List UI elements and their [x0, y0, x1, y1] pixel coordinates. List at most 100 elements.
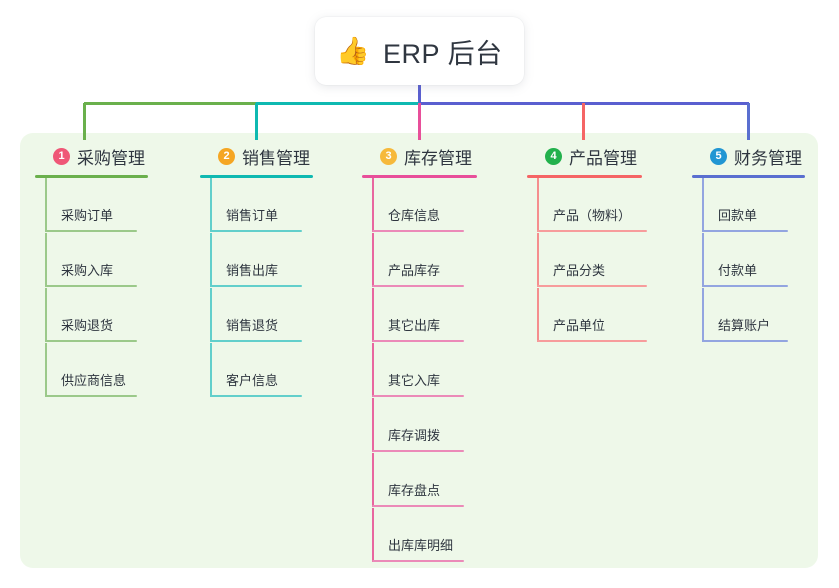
leaf-node[interactable]: 出库库明细: [362, 508, 477, 563]
leaf-spine: [537, 288, 539, 342]
leaf-spine: [372, 178, 374, 232]
leaf-node[interactable]: 回款单: [692, 178, 805, 233]
leaf-rule: [372, 560, 464, 562]
leaf-node[interactable]: 采购入库: [35, 233, 148, 288]
leaf-rule: [45, 230, 137, 232]
leaf-node[interactable]: 产品库存: [362, 233, 477, 288]
leaf-rule: [210, 395, 302, 397]
leaf-rule: [537, 285, 647, 287]
leaf-node[interactable]: 其它出库: [362, 288, 477, 343]
leaf-label: 仓库信息: [388, 208, 441, 223]
leaf-spine: [45, 343, 47, 397]
thumbs-up-icon: 👍: [336, 35, 371, 66]
leaf-rule: [45, 395, 137, 397]
leaf-label: 出库库明细: [388, 538, 454, 553]
leaf-label: 销售出库: [226, 263, 279, 278]
leaf-spine: [372, 288, 374, 342]
leaf-node[interactable]: 销售订单: [200, 178, 313, 233]
leaf-rule: [702, 285, 788, 287]
leaf-node[interactable]: 结算账户: [692, 288, 805, 343]
leaf-spine: [45, 288, 47, 342]
leaf-rule: [372, 395, 464, 397]
leaf-spine: [372, 233, 374, 287]
leaf-spine: [210, 178, 212, 232]
leaf-label: 回款单: [718, 208, 758, 223]
leaf-label: 产品单位: [553, 318, 606, 333]
leaf-spine: [372, 398, 374, 452]
column-title-3: 库存管理: [404, 148, 472, 168]
leaf-rule: [210, 230, 302, 232]
column-badge-2: 2: [218, 147, 235, 165]
column-badge-5: 5: [710, 147, 727, 165]
column-header-1[interactable]: 1 采购管理: [35, 144, 148, 168]
leaf-spine: [537, 233, 539, 287]
column-rule-1: [35, 175, 148, 178]
leaf-label: 销售订单: [226, 208, 279, 223]
leaf-node[interactable]: 产品（物料）: [527, 178, 647, 233]
leaf-spine: [702, 288, 704, 342]
column-title-1: 采购管理: [77, 148, 145, 168]
leaf-label: 采购入库: [61, 263, 114, 278]
leaf-node[interactable]: 销售退货: [200, 288, 313, 343]
column-rule-4: [527, 175, 642, 178]
column-header-3[interactable]: 3 库存管理: [362, 144, 477, 168]
leaf-node[interactable]: 仓库信息: [362, 178, 477, 233]
leaf-spine: [372, 453, 374, 507]
leaf-rule: [372, 285, 464, 287]
leaf-node[interactable]: 产品单位: [527, 288, 647, 343]
column-4: 4 产品管理产品（物料） 产品分类产品单位: [527, 144, 647, 343]
leaf-node[interactable]: 供应商信息: [35, 343, 148, 398]
leaf-list-3: 仓库信息产品库存其它出库其它入库库存调拨库存盘点出库库明细: [362, 178, 477, 563]
leaf-node[interactable]: 库存调拨: [362, 398, 477, 453]
leaf-rule: [45, 340, 137, 342]
leaf-node[interactable]: 付款单: [692, 233, 805, 288]
leaf-rule: [702, 340, 788, 342]
leaf-label: 销售退货: [226, 318, 279, 333]
leaf-label: 付款单: [718, 263, 758, 278]
column-header-4[interactable]: 4 产品管理: [527, 144, 642, 168]
leaf-rule: [372, 230, 464, 232]
leaf-label: 产品（物料）: [553, 208, 632, 223]
column-badge-1: 1: [53, 147, 70, 165]
root-title: ERP 后台: [383, 38, 503, 69]
leaf-label: 产品库存: [388, 263, 441, 278]
leaf-spine: [372, 343, 374, 397]
leaf-rule: [372, 505, 464, 507]
column-rule-3: [362, 175, 477, 178]
leaf-node[interactable]: 产品分类: [527, 233, 647, 288]
leaf-list-1: 采购订单采购入库采购退货供应商信息: [35, 178, 148, 398]
leaf-label: 库存调拨: [388, 428, 441, 443]
content-panel: [20, 133, 818, 568]
leaf-rule: [45, 285, 137, 287]
leaf-node[interactable]: 其它入库: [362, 343, 477, 398]
leaf-list-2: 销售订单销售出库销售退货客户信息: [200, 178, 313, 398]
leaf-spine: [537, 178, 539, 232]
leaf-label: 产品分类: [553, 263, 606, 278]
leaf-label: 结算账户: [718, 318, 771, 333]
leaf-label: 其它入库: [388, 373, 441, 388]
leaf-node[interactable]: 采购退货: [35, 288, 148, 343]
leaf-node[interactable]: 库存盘点: [362, 453, 477, 508]
leaf-spine: [210, 233, 212, 287]
leaf-rule: [210, 340, 302, 342]
leaf-node[interactable]: 客户信息: [200, 343, 313, 398]
column-badge-3: 3: [380, 147, 397, 165]
leaf-rule: [210, 285, 302, 287]
column-1: 1 采购管理采购订单采购入库采购退货供应商信息: [35, 144, 148, 398]
leaf-spine: [45, 233, 47, 287]
leaf-node[interactable]: 销售出库: [200, 233, 313, 288]
column-title-4: 产品管理: [569, 148, 637, 168]
leaf-node[interactable]: 采购订单: [35, 178, 148, 233]
leaf-list-5: 回款单付款单结算账户: [692, 178, 805, 343]
leaf-spine: [372, 508, 374, 562]
leaf-spine: [210, 343, 212, 397]
column-badge-4: 4: [545, 147, 562, 165]
leaf-list-4: 产品（物料） 产品分类产品单位: [527, 178, 647, 343]
leaf-spine: [702, 178, 704, 232]
leaf-rule: [537, 340, 647, 342]
root-node[interactable]: 👍 ERP 后台: [315, 17, 524, 85]
